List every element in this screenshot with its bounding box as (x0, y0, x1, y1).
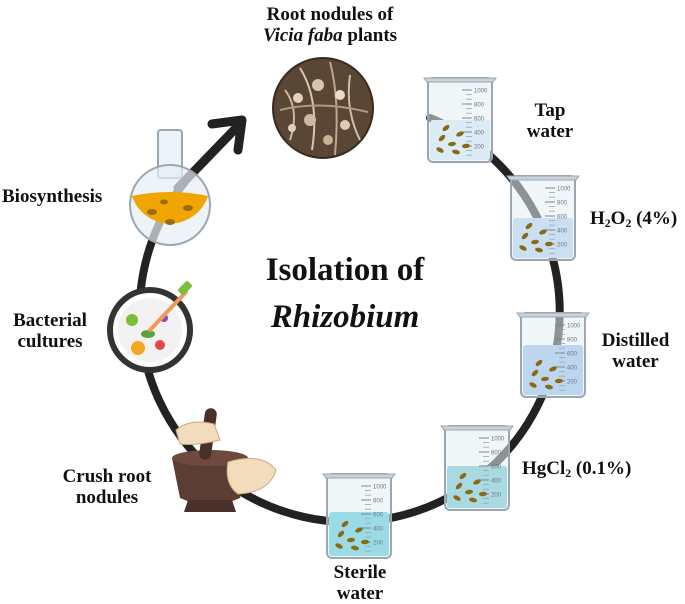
seed-icon (335, 543, 343, 549)
seed-icon (535, 247, 543, 253)
seed-icon (459, 472, 467, 480)
beaker-scale-label: 1000 (491, 437, 505, 443)
seed-icon (531, 369, 539, 377)
seed-icon (351, 545, 359, 551)
beaker-scale-label: 600 (474, 117, 485, 123)
beaker-scale-label: 200 (557, 243, 568, 249)
beaker-scale-label: 200 (474, 145, 485, 151)
beaker-scale-label: 600 (491, 465, 502, 471)
seed-icon (448, 141, 456, 147)
seed-icon (479, 491, 487, 497)
sterile-water-label: Sterile water (333, 562, 387, 604)
beaker-scale-label: 400 (567, 366, 578, 372)
seed-icon (355, 527, 363, 533)
beaker-scale-label: 1000 (474, 89, 488, 95)
tap-water-label: Tap water (526, 100, 574, 142)
seed-icon (531, 239, 539, 245)
seed-icon (541, 376, 549, 382)
beaker-h2o2-icon: 1000 800 600 400 200 (506, 175, 580, 261)
petri-dish-icon (107, 281, 193, 373)
mortar-pestle-icon (172, 408, 277, 512)
seed-icon (337, 530, 345, 538)
flask-icon (129, 129, 211, 246)
beaker-scale-label: 1000 (373, 485, 387, 491)
seed-icon (462, 143, 470, 149)
hand-icon (226, 457, 277, 495)
h2o2-label: H2O2 (4%) (590, 208, 678, 230)
seed-icon (545, 241, 553, 247)
seed-icon (465, 489, 473, 495)
beaker-distilled-water-icon: 1000 800 600 400 200 (516, 312, 590, 398)
beaker-hgcl2-icon: 1000 800 600 400 200 (440, 425, 514, 511)
beaker-scale-label: 800 (567, 338, 578, 344)
seed-icon (535, 359, 543, 367)
beaker-scale-label: 600 (557, 215, 568, 221)
hand-icon (175, 421, 221, 445)
seed-icon (529, 382, 537, 388)
seed-icon (525, 222, 533, 230)
root-nodules-photo-icon (272, 57, 374, 159)
seed-icon (455, 482, 463, 490)
beaker-scale-label: 200 (491, 493, 502, 499)
arrow-head-icon (207, 115, 247, 155)
distilled-water-label: Distilled water (601, 330, 670, 372)
beaker-scale-label: 400 (474, 131, 485, 137)
beaker-scale-label: 800 (474, 103, 485, 109)
seed-icon (473, 479, 481, 485)
beaker-scale-label: 200 (567, 380, 578, 386)
beaker-scale-label: 600 (373, 513, 384, 519)
seed-icon (555, 378, 563, 384)
seed-icon (549, 366, 557, 372)
seed-icon (442, 124, 450, 132)
beaker-scale-label: 200 (373, 541, 384, 547)
beaker-scale-label: 800 (557, 201, 568, 207)
beaker-scale-label: 400 (373, 527, 384, 533)
seed-icon (521, 232, 529, 240)
seed-icon (539, 229, 547, 235)
beaker-scale-label: 800 (373, 499, 384, 505)
bacterial-cultures-label: Bacterial cultures (13, 310, 87, 352)
beaker-scale-label: 1000 (557, 187, 571, 193)
seed-icon (456, 131, 464, 137)
title-line-1: Isolation of (265, 252, 425, 288)
crush-root-nodules-label: Crush root nodules (62, 466, 152, 508)
seed-icon (361, 539, 369, 545)
seed-icon (341, 520, 349, 528)
beaker-scale-label: 1000 (567, 324, 581, 330)
beaker-sterile-water-icon: 1000 800 600 400 200 (322, 473, 396, 559)
beaker-scale-label: 400 (491, 479, 502, 485)
beaker-scale-label: 800 (491, 451, 502, 457)
seed-icon (469, 497, 477, 503)
hgcl2-label: HgCl2 (0.1%) (522, 458, 632, 480)
seed-icon (347, 537, 355, 543)
seed-icon (452, 149, 460, 155)
beaker-tap-water-icon: 1000 800 600 400 200 (423, 77, 497, 163)
seed-icon (453, 495, 461, 501)
seed-icon (519, 245, 527, 251)
seed-icon (436, 147, 444, 153)
inoculation-loop-icon (148, 290, 188, 332)
beaker-scale-label: 400 (557, 229, 568, 235)
seed-icon (438, 134, 446, 142)
title-line-2: Rhizobium (270, 299, 420, 335)
biosynthesis-label: Biosynthesis (2, 186, 103, 207)
seed-icon (545, 384, 553, 390)
root-nodules-label: Root nodules of Vicia faba plants (262, 4, 398, 46)
beaker-scale-label: 600 (567, 352, 578, 358)
